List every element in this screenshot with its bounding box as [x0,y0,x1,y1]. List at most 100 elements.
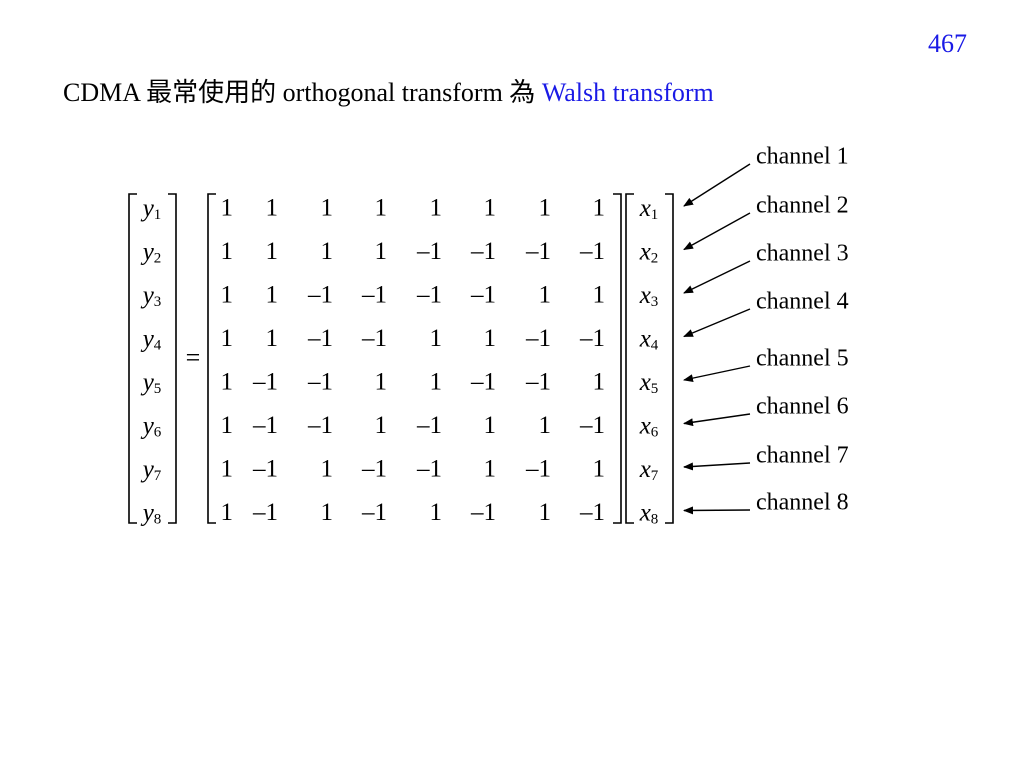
matrix-cell: –1 [252,456,278,483]
matrix-cell: –1 [579,412,605,439]
matrix-cell: 1 [539,195,552,222]
y-vector-entry-symbol: y [140,369,155,396]
x-vector-entry: x4 [639,325,659,354]
y-vector-entry: y7 [140,456,162,485]
matrix-cell: 1 [593,282,606,309]
matrix-cell: 1 [430,325,443,352]
y-vector-entry-subscript: 4 [154,338,162,354]
x-vector-entry: x2 [639,238,659,267]
channel-label: channel 7 [756,443,849,469]
matrix-cell: –1 [525,325,551,352]
y-vector-left-bracket [128,193,137,524]
matrix-cell: 1 [221,325,234,352]
y-vector-entry-symbol: y [140,195,155,222]
matrix-cell: –1 [307,369,333,396]
y-vector-entry: y8 [140,499,162,528]
matrix-cell: –1 [525,238,551,265]
matrix-cell: –1 [361,499,387,526]
channel-arrow [683,163,751,207]
matrix-cell: 1 [375,195,388,222]
matrix-cell: –1 [252,499,278,526]
matrix-cell: –1 [252,412,278,439]
matrix-cell: –1 [416,282,442,309]
matrix-cell: 1 [484,412,497,439]
channel-label: channel 8 [756,490,849,516]
y-vector-right-bracket [168,193,177,524]
channel-label: channel 1 [756,144,849,170]
matrix-cell: –1 [525,369,551,396]
equals-sign: = [186,343,201,372]
y-vector-entry-symbol: y [140,282,155,309]
y-vector-entry-subscript: 3 [154,294,162,310]
y-vector-entry-symbol: y [140,456,155,483]
matrix-cell: –1 [579,499,605,526]
x-vector-entry-symbol: x [639,282,651,309]
x-vector-entry-symbol: x [639,238,651,265]
channel-label: channel 2 [756,193,849,219]
y-vector-entry-subscript: 1 [154,207,162,223]
x-vector-entry-subscript: 5 [651,381,659,397]
y-vector-entry: y6 [140,412,162,441]
matrix-cell: –1 [361,325,387,352]
page-number: 467 [928,29,967,58]
matrix-cell: –1 [361,456,387,483]
matrix-cell: –1 [307,282,333,309]
matrix-cell: 1 [266,282,279,309]
channel-arrow [683,365,751,383]
channel-arrow [683,308,751,338]
matrix-cell: –1 [525,456,551,483]
matrix-cell: 1 [375,238,388,265]
matrix-cell: 1 [484,456,497,483]
matrix-cell: 1 [266,195,279,222]
x-vector-entry: x1 [639,195,659,224]
channel-arrow [683,506,751,515]
matrix-cell: 1 [593,369,606,396]
matrix-cell: –1 [307,325,333,352]
matrix-cell: –1 [416,412,442,439]
matrix-cell: –1 [252,369,278,396]
y-vector-entry-subscript: 5 [154,381,162,397]
matrix-cell: 1 [484,325,497,352]
matrix-cell: –1 [416,238,442,265]
matrix-cell: –1 [416,456,442,483]
matrix-cell: –1 [470,238,496,265]
channel-arrow [683,260,751,294]
matrix-cell: 1 [484,195,497,222]
x-vector-left-bracket [625,193,634,524]
matrix-right-bracket [613,193,622,524]
matrix-cell: 1 [321,238,334,265]
matrix-cell: 1 [221,369,234,396]
y-vector-entry-symbol: y [140,412,155,439]
x-vector-entry-symbol: x [639,499,651,526]
y-vector-entry-symbol: y [140,499,155,526]
y-vector-entry: y2 [140,238,162,267]
matrix-cell: 1 [430,369,443,396]
matrix-cell: 1 [266,325,279,352]
x-vector-entry-symbol: x [639,412,651,439]
matrix-left-bracket [207,193,216,524]
matrix-cell: 1 [539,282,552,309]
matrix-cell: –1 [470,499,496,526]
matrix-cell: 1 [221,412,234,439]
x-vector-right-bracket [665,193,674,524]
channel-arrow [683,212,751,251]
x-vector-entry-subscript: 2 [651,251,659,267]
x-vector-entry-subscript: 7 [651,468,659,484]
x-vector-entry-symbol: x [639,456,651,483]
matrix-cell: 1 [266,238,279,265]
matrix-cell: 1 [593,456,606,483]
matrix-cell: 1 [539,412,552,439]
y-vector-entry: y1 [140,195,162,224]
matrix-cell: 1 [321,195,334,222]
x-vector-entry-symbol: x [639,325,651,352]
matrix-cell: –1 [361,282,387,309]
channel-label: channel 3 [756,241,849,267]
x-vector-entry-symbol: x [639,369,651,396]
channel-arrow [683,462,751,471]
x-vector-entry: x6 [639,412,659,441]
matrix-cell: 1 [221,499,234,526]
matrix-cell: –1 [579,325,605,352]
channel-label: channel 5 [756,346,849,372]
matrix-cell: –1 [470,369,496,396]
